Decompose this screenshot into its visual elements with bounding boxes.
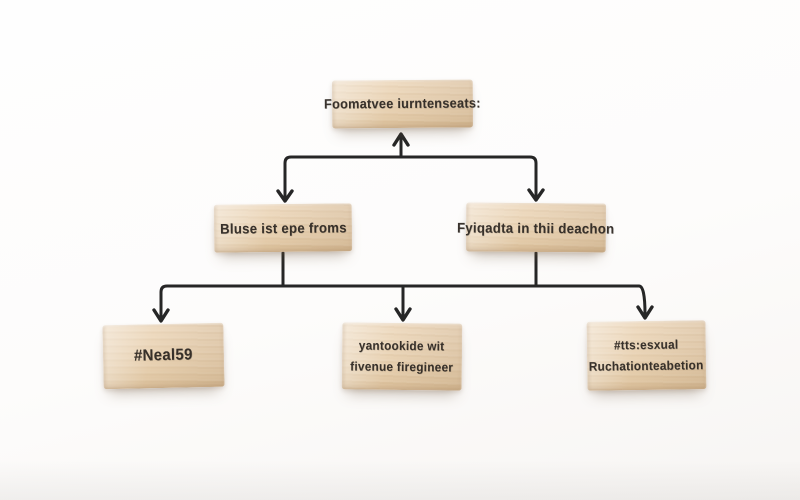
node-leaf-right-label-line2: Ruchationteabetion: [589, 357, 705, 374]
arrowhead-down-leaf-left: [152, 308, 170, 323]
node-branch-left-label: Bluse ist epe froms: [219, 219, 347, 237]
arrowhead-down-branch-left: [276, 189, 294, 203]
node-leaf-right: #tts:esxual Ruchationteabetion: [586, 320, 707, 391]
node-root-label: Foomatvee iurntenseats:: [324, 95, 481, 112]
arrowhead-down-branch-right: [527, 188, 545, 202]
node-leaf-middle-label-line2: fivenue firegineer: [350, 358, 454, 375]
wire-top-bus: [283, 155, 538, 200]
node-branch-right: Fyiqadta in thii deachon: [457, 202, 615, 253]
node-leaf-left: #Neal59: [102, 322, 225, 390]
node-branch-right-label: Fyiqadta in thii deachon: [457, 218, 615, 237]
arrowhead-down-leaf-right: [636, 305, 654, 320]
node-leaf-right-label-line1: #tts:esxual: [614, 337, 679, 353]
node-root: Foomatvee iurntenseats:: [324, 79, 481, 129]
node-leaf-middle: yantookide wit fivenue firegineer: [341, 322, 463, 391]
arrowhead-down-leaf-middle: [394, 307, 412, 322]
node-leaf-left-label: #Neal59: [133, 346, 194, 365]
arrowhead-up-root: [392, 132, 410, 147]
node-leaf-middle-label-line1: yantookide wit: [359, 338, 445, 354]
node-branch-left: Bluse ist epe froms: [213, 203, 353, 253]
wire-bottom-bus: [159, 284, 647, 319]
